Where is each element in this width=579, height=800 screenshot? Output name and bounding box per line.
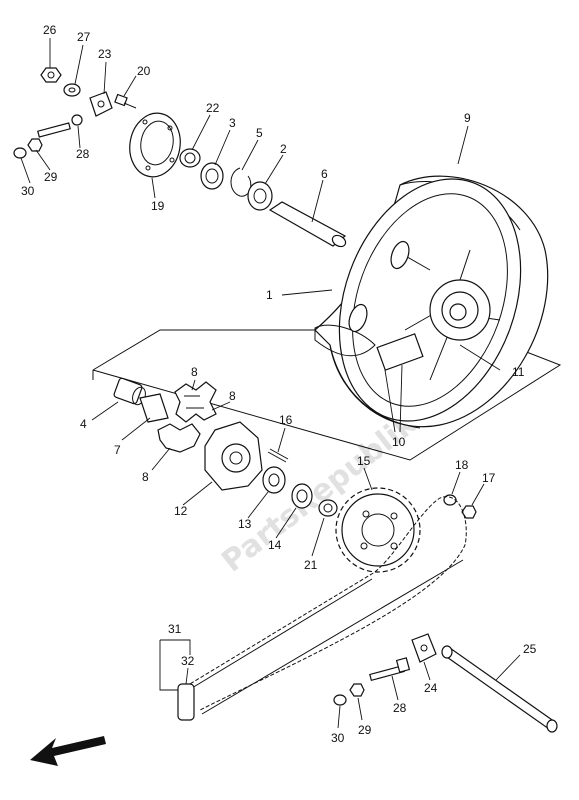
part-30-washer-top <box>13 147 27 159</box>
callout-28-bottom: 28 <box>393 701 407 715</box>
callout-32: 32 <box>181 654 195 668</box>
callout-8-mid: 8 <box>229 389 236 403</box>
callout-30-bottom: 30 <box>331 731 345 745</box>
callout-27: 27 <box>77 30 91 44</box>
arrow-left-down-icon <box>30 736 106 766</box>
callout-11: 11 <box>512 365 525 379</box>
callout-22: 22 <box>206 101 220 115</box>
callout-labels: 26 27 23 20 22 3 5 2 6 9 28 29 30 19 1 1… <box>21 23 537 745</box>
callout-21: 21 <box>304 558 318 572</box>
callout-31: 31 <box>168 622 182 636</box>
callout-26: 26 <box>43 23 57 37</box>
part-26-nut <box>40 67 62 83</box>
part-2-bearing <box>247 181 273 211</box>
callout-23: 23 <box>98 47 112 61</box>
part-12-sprocket-hub <box>204 421 263 491</box>
callout-13: 13 <box>238 517 252 531</box>
callout-28-top: 28 <box>76 147 90 161</box>
callout-6: 6 <box>321 167 328 181</box>
part-30-washer-bottom <box>333 694 347 706</box>
part-24-plate <box>411 633 437 663</box>
callout-29-top: 29 <box>44 170 58 184</box>
part-16-stud <box>267 448 289 463</box>
callout-12: 12 <box>174 504 188 518</box>
part-28-bolt-bottom <box>369 657 411 682</box>
callout-15: 15 <box>357 454 371 468</box>
part-17-nut <box>461 505 477 519</box>
part-4-bearing <box>113 377 146 406</box>
callout-16: 16 <box>279 413 293 427</box>
part-6-spacer <box>268 201 347 248</box>
callout-20: 20 <box>137 64 151 78</box>
callout-10: 10 <box>392 435 406 449</box>
part-23-plate <box>89 91 113 117</box>
part-25-axle <box>441 645 558 733</box>
part-20-bolt <box>114 93 137 109</box>
part-27-washer <box>63 83 81 97</box>
callout-29-bottom: 29 <box>358 723 372 737</box>
part-5-circlip <box>230 167 252 197</box>
callout-17: 17 <box>482 471 496 485</box>
part-22-collar <box>179 148 201 168</box>
callout-25: 25 <box>523 642 537 656</box>
part-29-nut-top <box>27 138 43 152</box>
callout-9: 9 <box>464 111 471 125</box>
rear-wheel-rim <box>314 178 522 422</box>
callout-14: 14 <box>268 538 282 552</box>
callout-24: 24 <box>424 681 438 695</box>
part-14-seal <box>291 483 313 509</box>
part-15-sprocket <box>335 487 421 573</box>
callout-3: 3 <box>229 116 236 130</box>
part-7-sleeve <box>139 393 169 423</box>
callout-7: 7 <box>114 443 121 457</box>
callout-8-top: 8 <box>191 365 198 379</box>
part-28-bolt-top <box>37 114 83 138</box>
callout-8-low: 8 <box>142 470 149 484</box>
callout-5: 5 <box>256 126 263 140</box>
drive-chain <box>177 496 467 721</box>
leader-lines <box>20 38 521 729</box>
part-29-nut-bottom <box>349 683 365 697</box>
part-13-bearing <box>262 466 286 494</box>
part-3-bearing <box>200 162 224 190</box>
part-21-collar <box>318 499 338 517</box>
wheel-hub <box>376 279 491 371</box>
callout-4: 4 <box>80 417 87 431</box>
part-19-bracket <box>129 112 181 178</box>
callout-18: 18 <box>455 458 469 472</box>
callout-19: 19 <box>151 199 165 213</box>
callout-1: 1 <box>266 288 273 302</box>
callout-2: 2 <box>280 142 287 156</box>
callout-30-top: 30 <box>21 184 35 198</box>
part-8-damper <box>157 381 217 453</box>
